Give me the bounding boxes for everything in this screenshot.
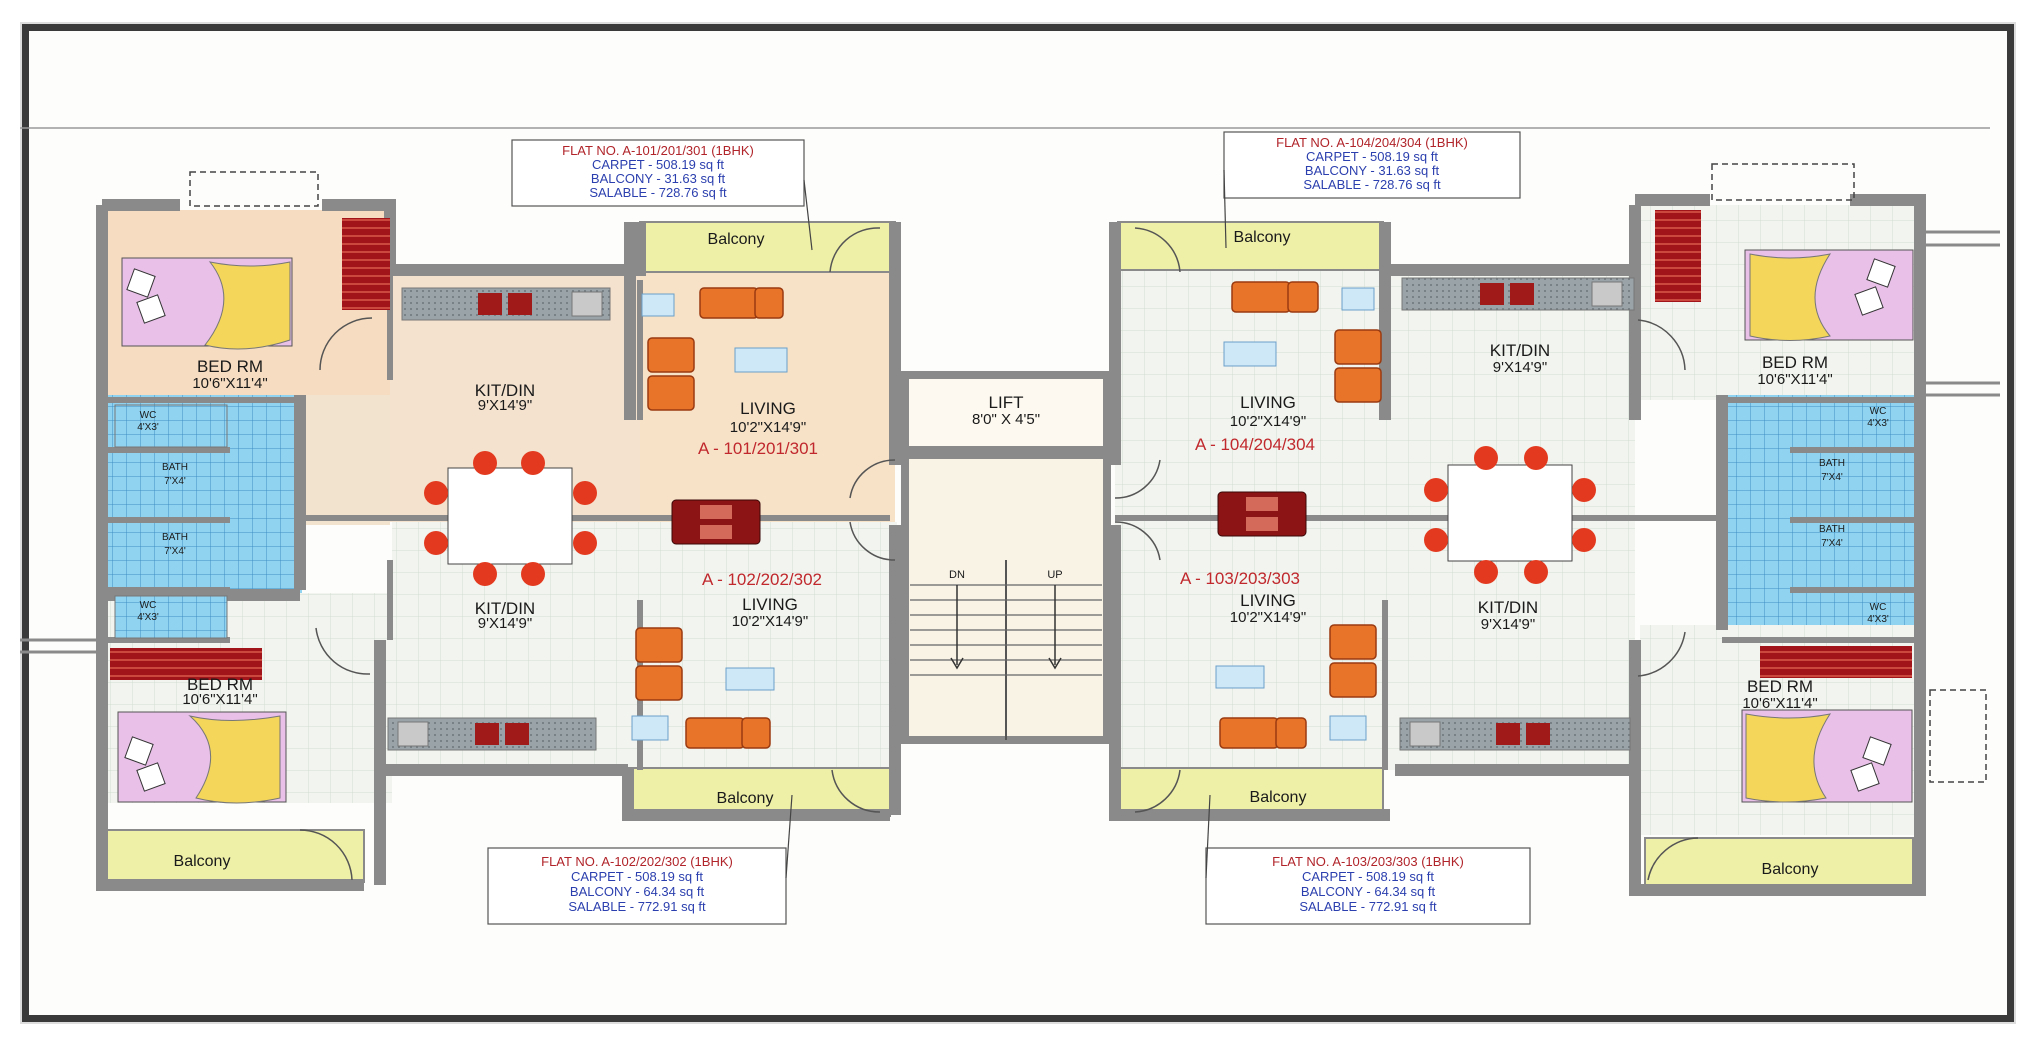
info-box-title: FLAT NO. A-103/203/303 (1BHK)	[1272, 854, 1464, 869]
label-kitchen: KIT/DIN	[475, 381, 535, 400]
label-bath-dim: 7'X4'	[1821, 472, 1843, 483]
label-lift: LIFT	[989, 393, 1024, 412]
lift	[901, 371, 1111, 454]
label-bed-room: BED RM	[197, 357, 263, 376]
label-balcony: Balcony	[708, 231, 765, 248]
label-unit-104: A - 104/204/304	[1195, 435, 1315, 454]
info-box-102: FLAT NO. A-102/202/302 (1BHK) CARPET - 5…	[487, 794, 793, 925]
label-balcony: Balcony	[1250, 789, 1307, 806]
label-wc-dim: 4'X3'	[1867, 614, 1889, 625]
info-box-balcony: BALCONY - 31.63 sq ft	[1305, 163, 1440, 178]
label-kitchen: KIT/DIN	[1490, 341, 1550, 360]
info-box-salable: SALABLE - 728.76 sq ft	[1303, 177, 1441, 192]
info-box-carpet: CARPET - 508.19 sq ft	[1306, 149, 1438, 164]
left-block	[96, 171, 901, 891]
wardrobe	[110, 648, 262, 680]
label-wc-dim: 4'X3'	[137, 612, 159, 623]
info-box-balcony: BALCONY - 64.34 sq ft	[570, 884, 705, 899]
label-bath-dim: 7'X4'	[164, 476, 186, 487]
label-bath: BATH	[162, 532, 188, 543]
label-kitchen: KIT/DIN	[1478, 598, 1538, 617]
info-box-title: FLAT NO. A-102/202/302 (1BHK)	[541, 854, 733, 869]
bed	[1744, 249, 1914, 341]
label-wc: WC	[1870, 602, 1887, 613]
label-kitchen-dim: 9'X14'9"	[478, 397, 532, 414]
label-stairs-up: UP	[1047, 569, 1062, 581]
core	[901, 371, 1111, 744]
dining-table	[1424, 446, 1596, 584]
bed	[1741, 709, 1913, 803]
info-box-carpet: CARPET - 508.19 sq ft	[571, 869, 703, 884]
label-living-dim: 10'2"X14'9"	[1230, 609, 1306, 626]
info-box-balcony: BALCONY - 64.34 sq ft	[1301, 884, 1436, 899]
info-box-104: FLAT NO. A-104/204/304 (1BHK) CARPET - 5…	[1223, 131, 1521, 249]
label-bed-dim: 10'6"X11'4"	[1757, 371, 1832, 388]
label-bed-room: BED RM	[1762, 353, 1828, 372]
label-bath: BATH	[1819, 458, 1845, 469]
label-kitchen: KIT/DIN	[475, 599, 535, 618]
info-box-103: FLAT NO. A-103/203/303 (1BHK) CARPET - 5…	[1205, 794, 1531, 925]
sofa	[635, 287, 784, 749]
label-living: LIVING	[742, 595, 798, 614]
label-bath: BATH	[162, 462, 188, 473]
bed	[121, 257, 293, 350]
label-living-dim: 10'2"X14'9"	[730, 419, 806, 436]
info-box-101: FLAT NO. A-101/201/301 (1BHK) CARPET - 5…	[511, 139, 813, 251]
dining-table	[424, 451, 597, 586]
info-box-title: FLAT NO. A-101/201/301 (1BHK)	[562, 143, 754, 158]
label-wc: WC	[1870, 406, 1887, 417]
wardrobe	[1760, 646, 1912, 678]
label-balcony: Balcony	[1762, 861, 1819, 878]
label-living: LIVING	[1240, 393, 1296, 412]
label-bed-dim: 10'6"X11'4"	[192, 375, 267, 392]
label-bath-dim: 7'X4'	[1821, 538, 1843, 549]
label-lift-dim: 8'0" X 4'5"	[972, 411, 1040, 428]
label-balcony: Balcony	[174, 853, 231, 870]
info-box-carpet: CARPET - 508.19 sq ft	[1302, 869, 1434, 884]
label-bed-dim: 10'6"X11'4"	[182, 691, 257, 708]
label-living: LIVING	[740, 399, 796, 418]
label-unit-101: A - 101/201/301	[698, 439, 818, 458]
label-living-dim: 10'2"X14'9"	[732, 613, 808, 630]
label-wc-dim: 4'X3'	[1867, 418, 1889, 429]
tv-unit	[1217, 491, 1307, 537]
label-unit-102: A - 102/202/302	[702, 570, 822, 589]
info-box-salable: SALABLE - 772.91 sq ft	[1299, 899, 1437, 914]
info-box-title: FLAT NO. A-104/204/304 (1BHK)	[1276, 135, 1468, 150]
label-kitchen-dim: 9'X14'9"	[478, 615, 532, 632]
label-wc: WC	[140, 410, 157, 421]
sofa	[1219, 281, 1382, 749]
info-box-salable: SALABLE - 728.76 sq ft	[589, 185, 727, 200]
label-bath: BATH	[1819, 524, 1845, 535]
label-bed-dim: 10'6"X11'4"	[1742, 695, 1817, 712]
right-block	[20, 163, 2000, 896]
label-kitchen-dim: 9'X14'9"	[1493, 359, 1547, 376]
info-box-balcony: BALCONY - 31.63 sq ft	[591, 171, 726, 186]
label-bed-room: BED RM	[1747, 677, 1813, 696]
label-bed-room: BED RM	[187, 675, 253, 694]
label-living: LIVING	[1240, 591, 1296, 610]
tv-unit	[671, 499, 761, 545]
info-box-salable: SALABLE - 772.91 sq ft	[568, 899, 706, 914]
label-stairs-down: DN	[949, 569, 965, 581]
label-unit-103: A - 103/203/303	[1180, 569, 1300, 588]
label-balcony: Balcony	[717, 790, 774, 807]
label-wc: WC	[140, 600, 157, 611]
wardrobe	[1655, 210, 1701, 302]
label-balcony: Balcony	[1234, 229, 1291, 246]
bed	[117, 711, 287, 804]
info-box-carpet: CARPET - 508.19 sq ft	[592, 157, 724, 172]
label-kitchen-dim: 9'X14'9"	[1481, 616, 1535, 633]
label-living-dim: 10'2"X14'9"	[1230, 413, 1306, 430]
label-bath-dim: 7'X4'	[164, 546, 186, 557]
label-wc-dim: 4'X3'	[137, 422, 159, 433]
wardrobe	[342, 218, 390, 310]
